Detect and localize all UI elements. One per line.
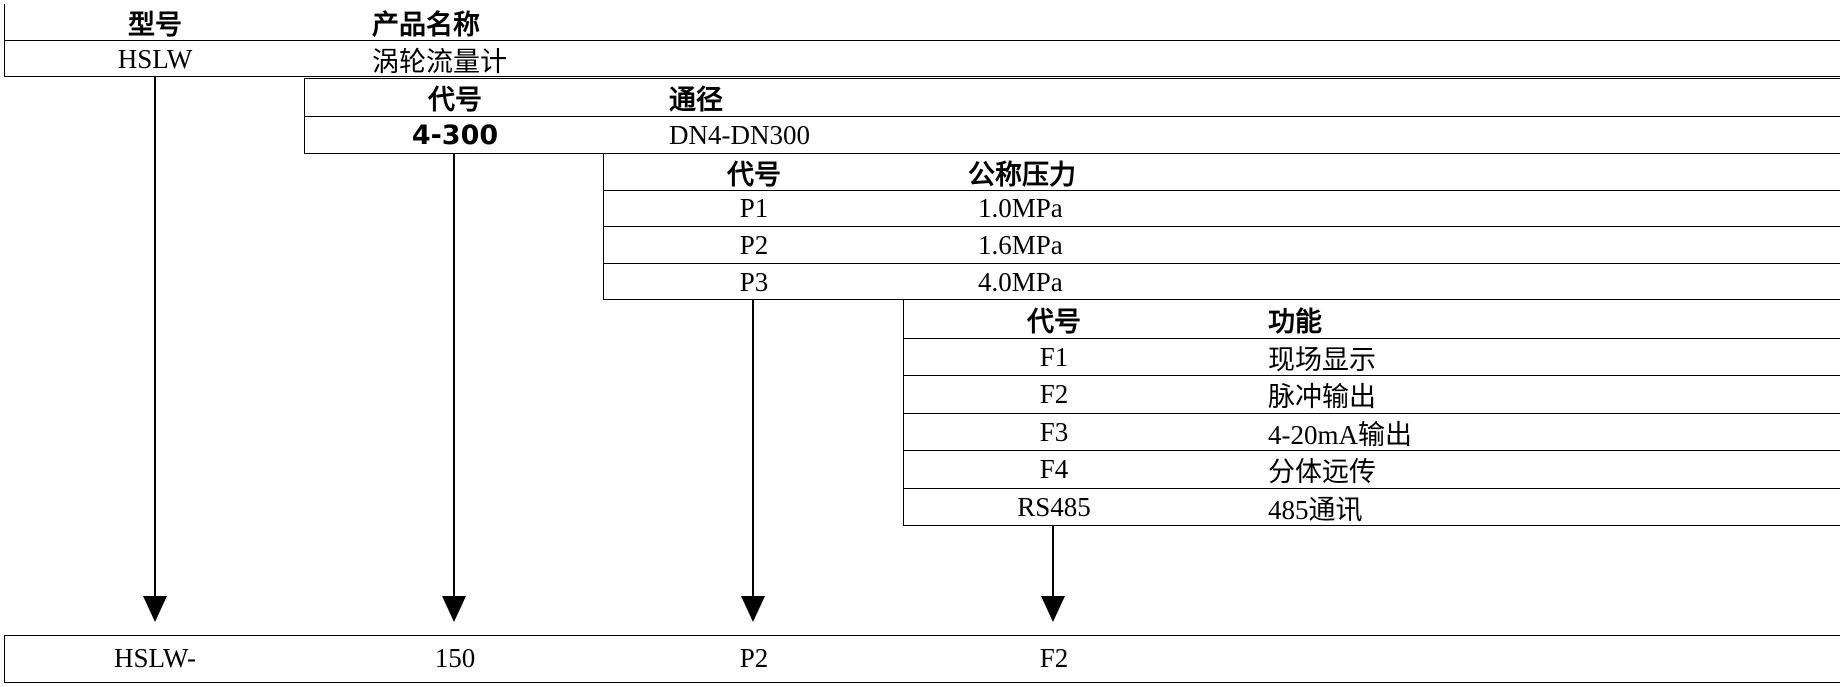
result-bore: 150 xyxy=(434,643,476,673)
model-header: 型号 xyxy=(128,9,182,41)
pressure-arrow-head xyxy=(741,596,765,622)
bore-code-value: 4-300 xyxy=(411,119,499,151)
function-arrow-head xyxy=(1041,596,1065,622)
function-header: 功能 xyxy=(1268,306,1322,338)
function-value: 分体远传 xyxy=(1268,457,1376,487)
bore-table: 代号 通径 4-300 DN4-DN300 xyxy=(304,78,1840,154)
model-table-header: 型号 产品名称 xyxy=(5,4,1840,41)
pressure-value: 4.0MPa xyxy=(978,266,1063,297)
function-row-1: F1 现场显示 xyxy=(904,338,1840,375)
pressure-row-1: P1 1.0MPa xyxy=(604,190,1840,226)
model-arrow-line xyxy=(154,77,156,597)
function-code: RS485 xyxy=(1017,492,1091,522)
function-code: F3 xyxy=(1039,416,1069,447)
product-name-header: 产品名称 xyxy=(372,9,480,41)
function-code: F4 xyxy=(1039,454,1069,484)
function-table: 代号 功能 F1 现场显示 F2 脉冲输出 F3 4-20mA输出 F4 分体远… xyxy=(903,300,1840,526)
result-table: HSLW- 150 P2 F2 xyxy=(4,635,1840,683)
pressure-code: P3 xyxy=(739,266,769,297)
function-code-header: 代号 xyxy=(1027,306,1081,338)
pressure-row-2: P2 1.6MPa xyxy=(604,226,1840,263)
function-value: 脉冲输出 xyxy=(1268,382,1376,412)
pressure-code: P1 xyxy=(739,193,769,223)
function-table-header: 代号 功能 xyxy=(904,300,1840,338)
pressure-value: 1.6MPa xyxy=(978,229,1063,260)
pressure-code: P2 xyxy=(739,229,769,260)
function-row-2: F2 脉冲输出 xyxy=(904,375,1840,413)
bore-header: 通径 xyxy=(669,85,723,116)
bore-arrow-line xyxy=(453,154,455,597)
pressure-row-3: P3 4.0MPa xyxy=(604,263,1840,300)
bore-code-header: 代号 xyxy=(428,85,482,116)
function-code: F2 xyxy=(1039,379,1069,409)
function-value: 4-20mA输出 xyxy=(1268,419,1412,450)
pressure-code-header: 代号 xyxy=(727,159,781,191)
bore-value: DN4-DN300 xyxy=(669,119,810,150)
product-name-value: 涡轮流量计 xyxy=(372,46,507,77)
pressure-arrow-line xyxy=(752,300,754,597)
pressure-table: 代号 公称压力 P1 1.0MPa P2 1.6MPa P3 4.0MPa xyxy=(603,154,1840,300)
model-arrow-head xyxy=(143,596,167,622)
function-row-4: F4 分体远传 xyxy=(904,450,1840,488)
result-pressure: P2 xyxy=(739,643,769,673)
model-table-row: HSLW 涡轮流量计 xyxy=(5,40,1840,77)
result-row: HSLW- 150 P2 F2 xyxy=(5,636,1840,681)
function-row-5: RS485 485通讯 xyxy=(904,488,1840,526)
model-table: 型号 产品名称 HSLW 涡轮流量计 xyxy=(4,4,1840,77)
result-function: F2 xyxy=(1039,643,1069,673)
function-arrow-line xyxy=(1052,526,1054,597)
bore-arrow-head xyxy=(442,596,466,622)
function-row-3: F3 4-20mA输出 xyxy=(904,413,1840,450)
model-value: HSLW xyxy=(117,43,193,74)
pressure-header: 公称压力 xyxy=(968,159,1076,191)
function-value: 现场显示 xyxy=(1268,344,1376,375)
pressure-table-header: 代号 公称压力 xyxy=(604,154,1840,191)
pressure-value: 1.0MPa xyxy=(978,193,1063,223)
result-model: HSLW- xyxy=(114,643,196,673)
bore-table-row: 4-300 DN4-DN300 xyxy=(305,116,1840,153)
function-code: F1 xyxy=(1039,341,1069,372)
function-value: 485通讯 xyxy=(1268,495,1363,525)
bore-table-header: 代号 通径 xyxy=(305,79,1840,116)
